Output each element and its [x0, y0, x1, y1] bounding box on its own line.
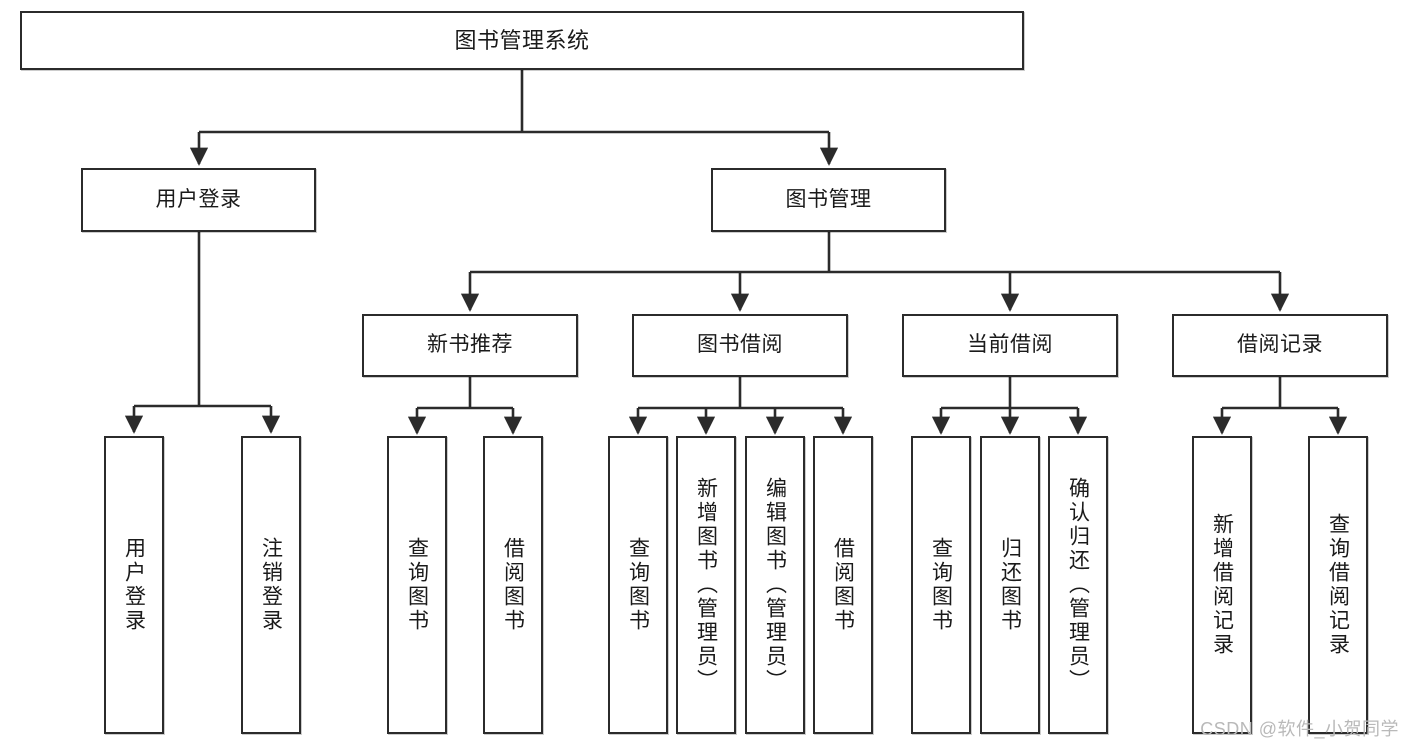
node-current-borrow-label: 当前借阅	[967, 333, 1053, 357]
leaf-current-borrow-3-label: 确认归还（管理员）	[1066, 477, 1090, 693]
leaf-book-borrow-1-label: 查询图书	[626, 537, 650, 633]
node-book-borrow[interactable]: 图书借阅	[632, 314, 848, 377]
leaf-user-login-2-label: 注销登录	[259, 537, 283, 633]
node-new-book-recommend[interactable]: 新书推荐	[362, 314, 578, 377]
leaf-borrow-records-1-label: 新增借阅记录	[1210, 513, 1234, 657]
leaf-current-borrow-1-label: 查询图书	[929, 537, 953, 633]
leaf-borrow-records-2[interactable]: 查询借阅记录	[1308, 436, 1368, 734]
leaf-book-borrow-4-label: 借阅图书	[831, 537, 855, 633]
leaf-book-borrow-2-label: 新增图书（管理员）	[694, 477, 718, 693]
node-borrow-records[interactable]: 借阅记录	[1172, 314, 1388, 377]
node-root-label: 图书管理系统	[454, 27, 590, 53]
leaf-borrow-records-1[interactable]: 新增借阅记录	[1192, 436, 1252, 734]
leaf-new-book-2[interactable]: 借阅图书	[483, 436, 543, 734]
node-book-management[interactable]: 图书管理	[711, 168, 946, 232]
node-root-system[interactable]: 图书管理系统	[20, 11, 1024, 70]
leaf-user-login-1[interactable]: 用户登录	[104, 436, 164, 734]
leaf-new-book-1-label: 查询图书	[405, 537, 429, 633]
leaf-book-borrow-4[interactable]: 借阅图书	[813, 436, 873, 734]
node-new-book-recommend-label: 新书推荐	[427, 333, 513, 357]
leaf-current-borrow-2-label: 归还图书	[998, 537, 1022, 633]
leaf-current-borrow-3[interactable]: 确认归还（管理员）	[1048, 436, 1108, 734]
leaf-current-borrow-1[interactable]: 查询图书	[911, 436, 971, 734]
leaf-user-login-1-label: 用户登录	[122, 537, 146, 633]
node-user-login[interactable]: 用户登录	[81, 168, 316, 232]
leaf-book-borrow-3-label: 编辑图书（管理员）	[763, 477, 787, 693]
leaf-new-book-1[interactable]: 查询图书	[387, 436, 447, 734]
leaf-book-borrow-1[interactable]: 查询图书	[608, 436, 668, 734]
leaf-borrow-records-2-label: 查询借阅记录	[1326, 513, 1350, 657]
csdn-watermark: CSDN @软件_小贺同学	[1200, 719, 1399, 739]
leaf-user-login-2[interactable]: 注销登录	[241, 436, 301, 734]
node-book-management-label: 图书管理	[785, 187, 872, 211]
node-borrow-records-label: 借阅记录	[1237, 333, 1323, 357]
node-book-borrow-label: 图书借阅	[697, 333, 783, 357]
leaf-book-borrow-3[interactable]: 编辑图书（管理员）	[745, 436, 805, 734]
leaf-current-borrow-2[interactable]: 归还图书	[980, 436, 1040, 734]
node-current-borrow[interactable]: 当前借阅	[902, 314, 1118, 377]
leaf-new-book-2-label: 借阅图书	[501, 537, 525, 633]
leaf-book-borrow-2[interactable]: 新增图书（管理员）	[676, 436, 736, 734]
node-user-login-label: 用户登录	[155, 187, 242, 211]
